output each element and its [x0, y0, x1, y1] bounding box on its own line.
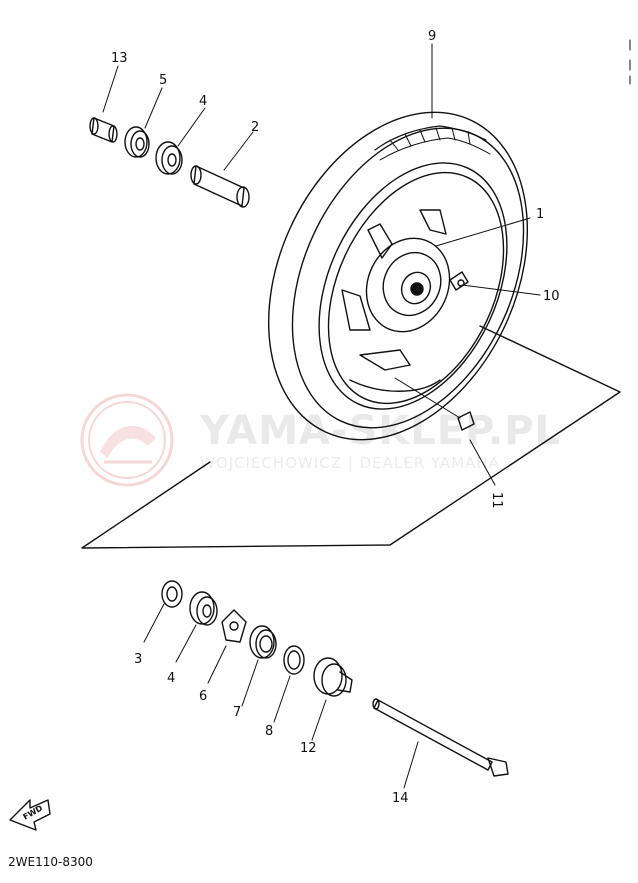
forward-arrow-icon [9, 799, 51, 831]
part-seal-8 [283, 645, 305, 675]
part-bearing-5 [124, 126, 150, 158]
part-washer-3 [161, 580, 183, 608]
callout-4-lower: 4 [167, 671, 175, 686]
callout-9: 9 [428, 29, 436, 44]
callout-12: 12 [300, 741, 317, 756]
balance-weight [457, 411, 475, 431]
part-bearing-7 [249, 625, 277, 659]
part-axle-14 [372, 698, 509, 777]
callout-13: 13 [111, 51, 128, 66]
callout-2: 2 [251, 120, 259, 135]
callout-10: 10 [543, 289, 560, 304]
watermark-title: YAMA-SKLEP.PL [199, 408, 561, 454]
assembly-outline [81, 325, 621, 549]
callout-6: 6 [199, 689, 207, 704]
callout-8: 8 [265, 724, 273, 739]
callout-5: 5 [159, 73, 167, 88]
wheel-tire [267, 111, 529, 441]
callout-labels: 9 1 10 11 13 5 4 2 3 4 6 7 8 12 14 [111, 29, 560, 806]
watermark-logo [80, 393, 174, 487]
valve-stem [449, 271, 469, 291]
part-spacer-2 [190, 165, 250, 208]
callout-7: 7 [233, 705, 241, 720]
part-collar-13 [89, 117, 118, 143]
diagram-part-code: 2WE110-8300 [8, 855, 93, 869]
callout-11: 11 [489, 492, 504, 509]
part-gear-unit-12 [313, 657, 353, 697]
part-bearing-4-upper [155, 141, 183, 175]
wheel-spokes [341, 209, 447, 392]
leader-lines [102, 43, 541, 789]
watermark-subtitle: WOJCIECHOWICZ | DEALER YAMAHA [200, 454, 500, 472]
watermark: YAMA-SKLEP.PL WOJCIECHOWICZ | DEALER YAM… [80, 393, 561, 487]
wheel-hub [365, 237, 451, 333]
callout-1: 1 [536, 207, 544, 222]
part-bearing-4-lower [189, 591, 218, 626]
callout-4-upper: 4 [199, 94, 207, 109]
part-clutch-6 [221, 609, 247, 643]
callout-14: 14 [392, 791, 409, 806]
callout-3: 3 [134, 652, 142, 667]
